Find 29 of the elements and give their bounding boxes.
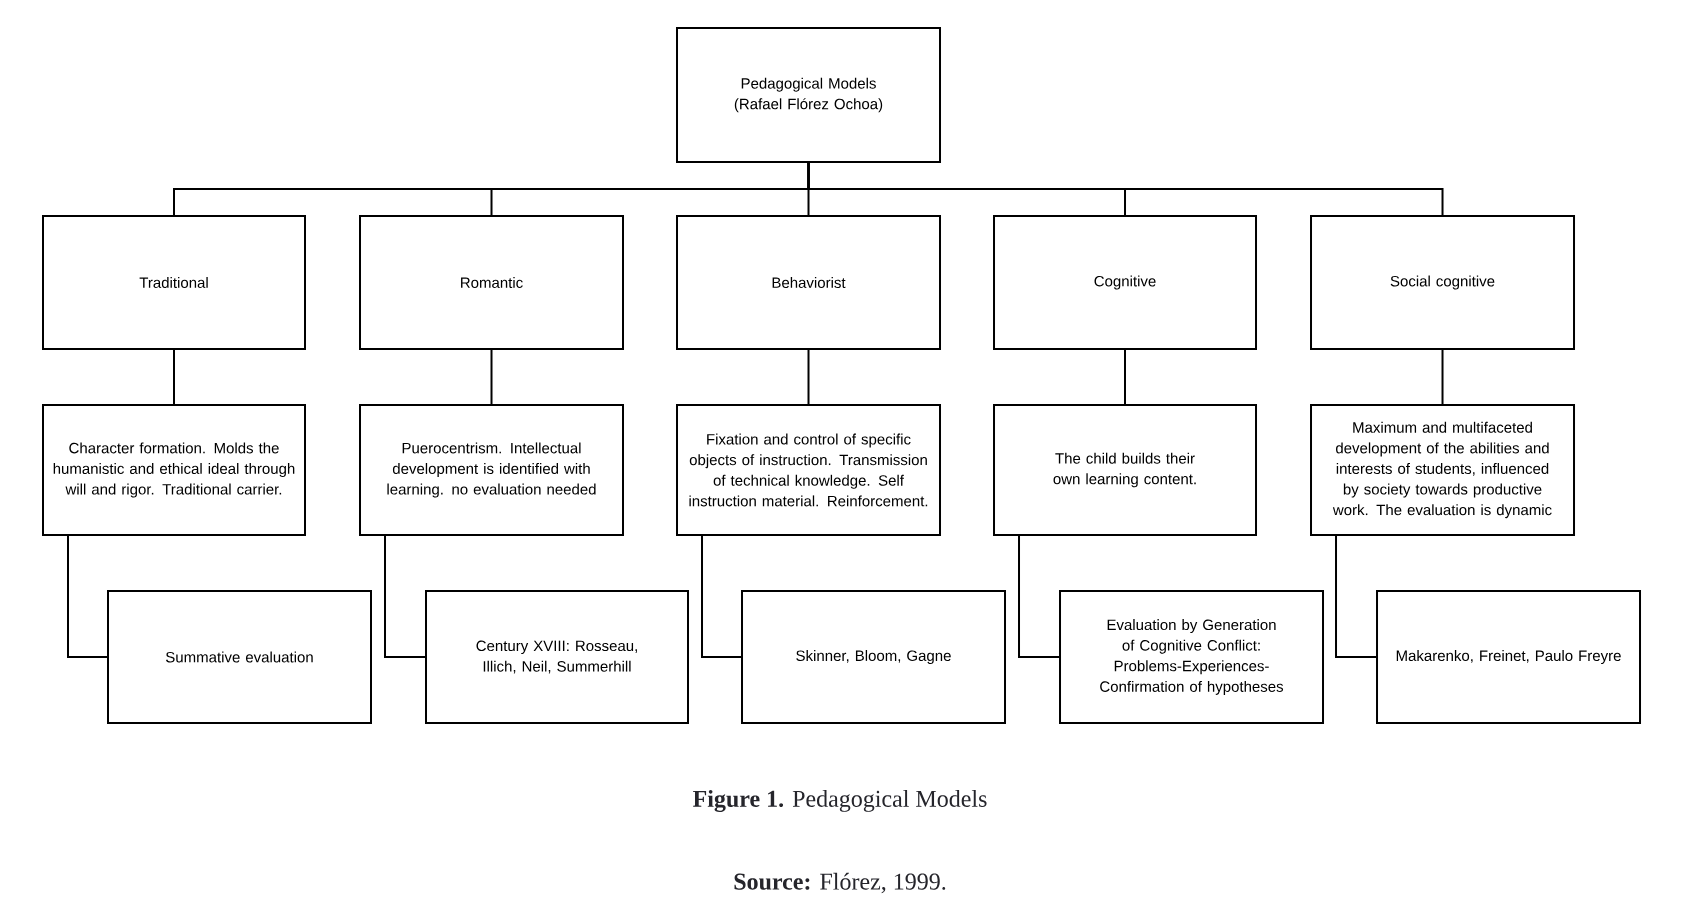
connector-line [807, 162, 1444, 216]
connector-line [701, 535, 742, 658]
description-box: Character formation. Molds the humanistic and ethical ideal through will and rigor. Traditional carrier. [42, 404, 306, 536]
model-box: Behaviorist [676, 215, 941, 350]
connector-line [384, 535, 426, 658]
heading-box: Pedagogical Models (Rafael Flórez Ochoa) [676, 27, 941, 163]
connector-line [1335, 535, 1377, 658]
connector-line [1441, 349, 1444, 405]
model-box: Social cognitive [1310, 215, 1575, 350]
example-box: Evaluation by Generation of Cognitive Conflict: Problems-Experiences-Confirmation of hypotheses [1059, 590, 1324, 724]
connector-line [173, 349, 175, 405]
model-box: Traditional [42, 215, 306, 350]
source-note: Source: Flórez, 1999. [734, 872, 946, 894]
connector-line [67, 535, 108, 658]
connector-line [807, 349, 810, 405]
connector-line [1018, 535, 1060, 658]
connector-line [1124, 349, 1126, 405]
description-box: Fixation and control of specific objects of instruction. Transmission of technical knowledge. Self instruction material. Reinforcement. [676, 404, 941, 536]
model-box: Cognitive [993, 215, 1257, 350]
example-box: Century XVIII: Rosseau, Illich, Neil, Summerhill [425, 590, 689, 724]
model-box: Romantic [359, 215, 624, 350]
description-box: Puerocentrism. Intellectual development is identified with learning. no evaluation needed [359, 404, 624, 536]
description-box: The child builds their own learning content. [993, 404, 1257, 536]
example-box: Skinner, Bloom, Gagne [741, 590, 1006, 724]
connector-line [490, 349, 493, 405]
example-box: Makarenko, Freinet, Paulo Freyre [1376, 590, 1641, 724]
figure-caption: Figure 1. Pedagogical Models [693, 790, 987, 812]
example-box: Summative evaluation [107, 590, 372, 724]
description-box: Maximum and multifaceted development of the abilities and interests of students, influenced by society towards productive work. The evaluation is dynamic [1310, 404, 1575, 536]
